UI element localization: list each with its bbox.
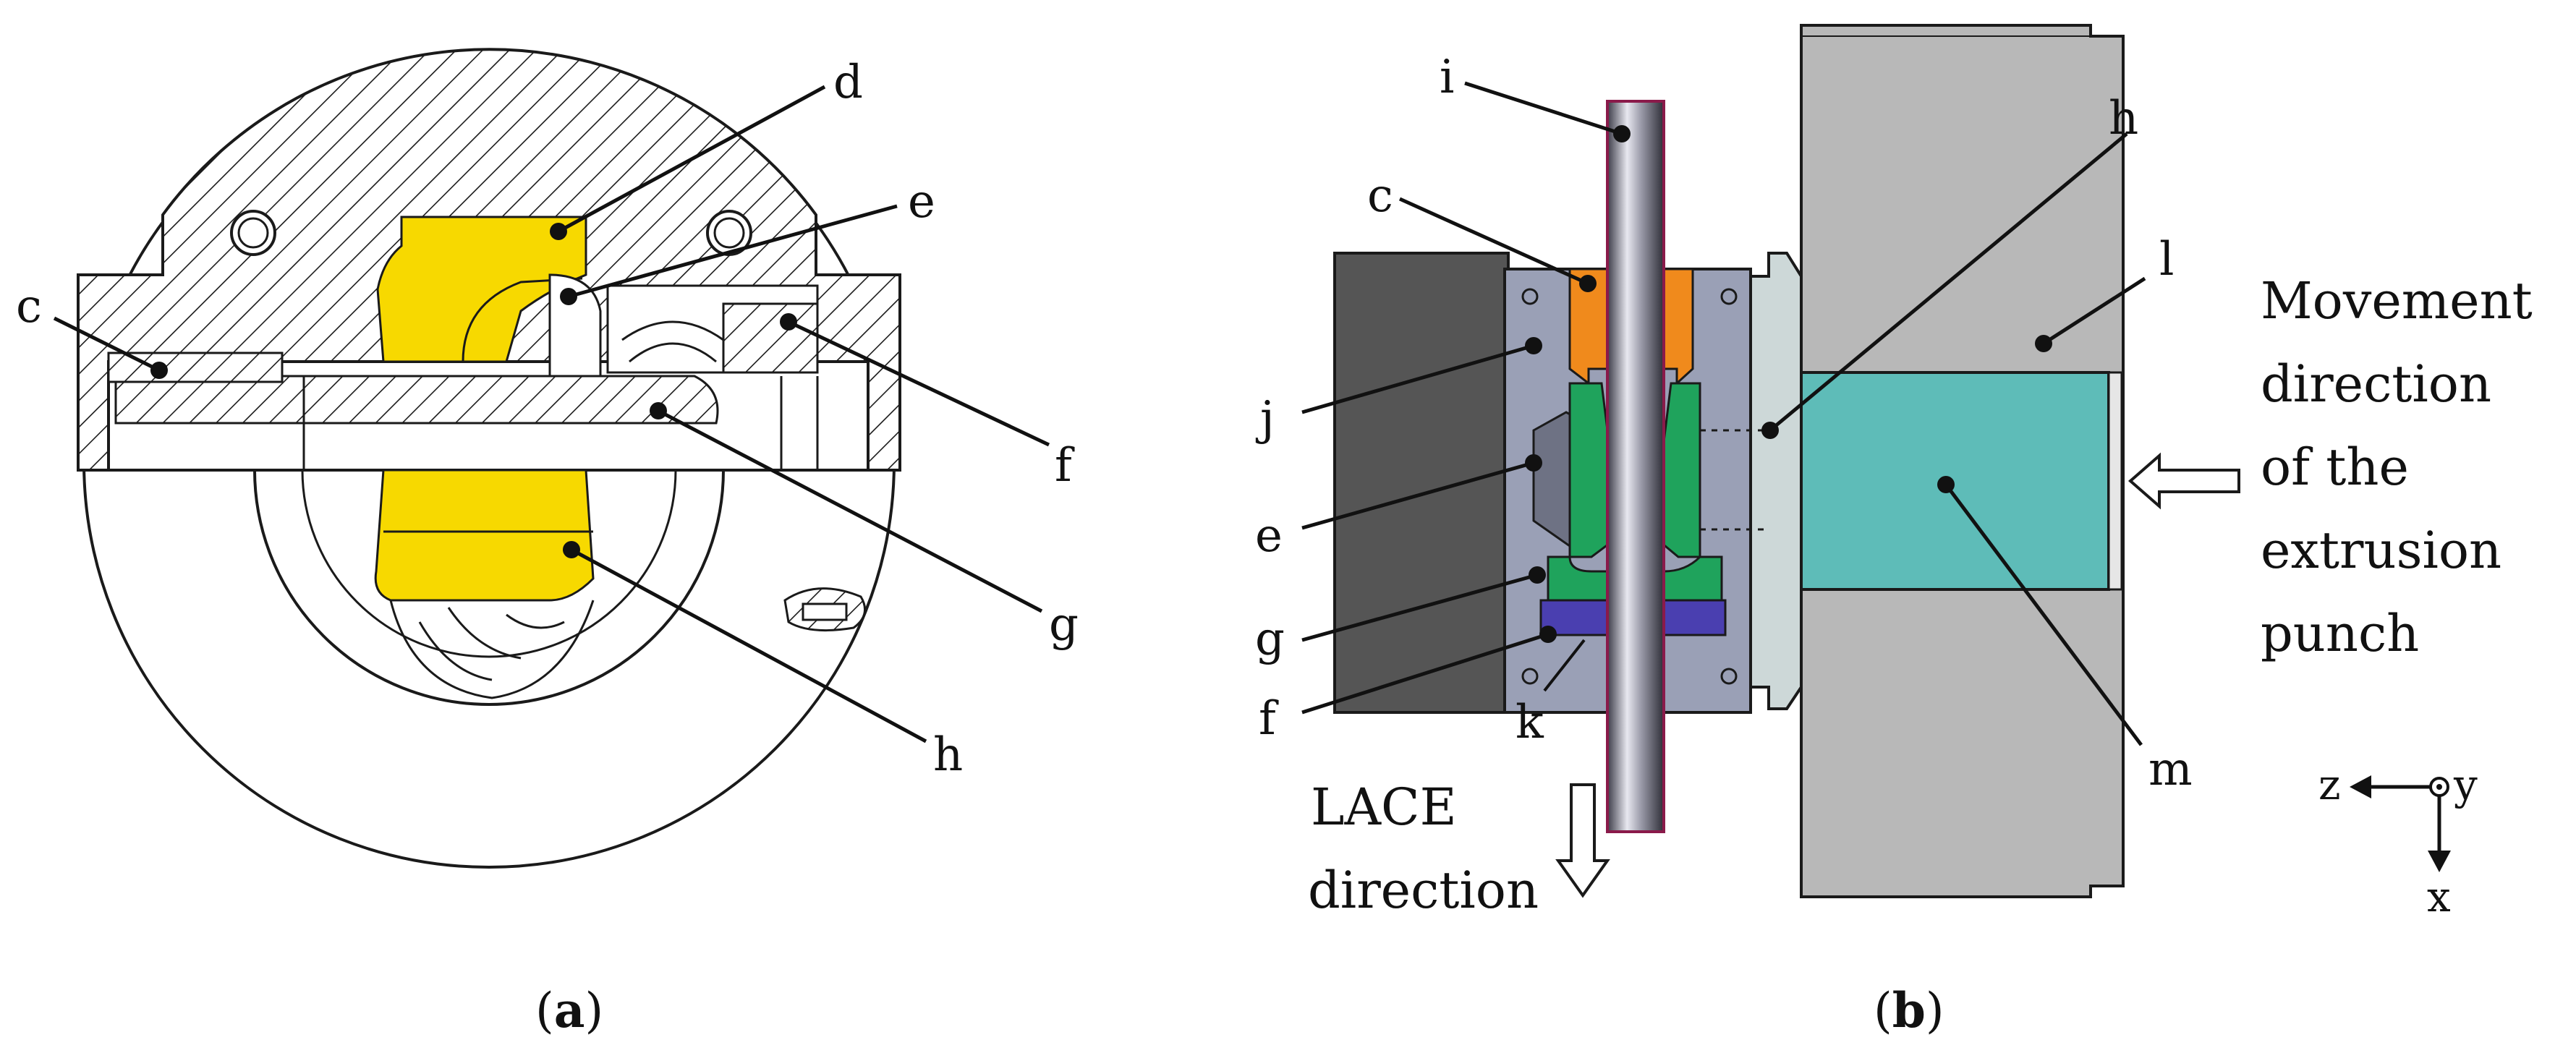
movement-note-line-1: Movement <box>2261 271 2533 331</box>
leader-b-e <box>1301 461 1534 530</box>
leader-b-m <box>1944 483 2143 746</box>
dot-b-m <box>1937 476 1955 493</box>
leader-a-c <box>53 316 161 372</box>
dark-block <box>1333 252 1510 714</box>
punch-m <box>1800 371 2110 591</box>
leader-a-f <box>787 320 1050 447</box>
movement-note-line-3: of the <box>2261 438 2409 497</box>
label-b-m: m <box>2148 743 2193 796</box>
lace-note-line-2: direction <box>1308 861 1539 920</box>
leader-b-j <box>1301 344 1534 414</box>
dot-b-f <box>1539 626 1557 643</box>
dot-b-l <box>2035 335 2052 352</box>
leader-b-l <box>2042 276 2146 346</box>
leader-b-i <box>1464 81 1623 136</box>
label-a-e: e <box>908 175 935 229</box>
leader-b-c <box>1398 197 1589 286</box>
leader-a-e <box>568 204 898 299</box>
axis-label-y: y <box>2453 760 2478 809</box>
dot-a-c <box>150 362 168 379</box>
movement-note-line-2: direction <box>2261 354 2491 414</box>
label-b-c: c <box>1367 169 1393 223</box>
leaders-b <box>1301 81 2146 746</box>
label-b-l: l <box>2159 233 2174 286</box>
leader-b-f <box>1301 632 1549 715</box>
label-b-e: e <box>1255 509 1283 563</box>
label-a-g: g <box>1049 598 1079 652</box>
axis-label-z: z <box>2318 760 2341 809</box>
leader-a-d <box>557 85 826 234</box>
leader-b-g <box>1301 573 1538 642</box>
lace-note-line-1: LACE <box>1311 777 1457 837</box>
leader-b-h <box>1769 132 2128 432</box>
leader-a-h <box>570 547 927 743</box>
dot-a-h <box>563 541 580 558</box>
panel-a: d e c f g h (a) <box>16 48 1079 1039</box>
caption-a: (a) <box>535 982 603 1039</box>
label-b-k: k <box>1516 696 1544 749</box>
label-a-f: f <box>1055 439 1075 493</box>
label-b-g: g <box>1255 613 1285 666</box>
die-cross-section-a <box>77 48 901 869</box>
dot-a-f <box>780 313 797 331</box>
dot-b-i <box>1613 125 1631 142</box>
movement-note-line-4: extrusion <box>2261 521 2501 580</box>
panel-b: i c j e g f k h l m Movement direction o… <box>1255 24 2533 1039</box>
movement-direction-note: Movement direction of the extrusion punc… <box>2261 271 2533 663</box>
caption-b: (b) <box>1874 982 1944 1039</box>
axis-label-x: x <box>2427 872 2451 921</box>
dot-a-g <box>650 402 667 419</box>
label-a-h: h <box>933 728 963 782</box>
z-arrowhead-icon <box>2350 775 2371 798</box>
dot-b-g <box>1529 566 1546 584</box>
label-b-h: h <box>2109 92 2138 145</box>
leaders-a <box>53 85 1050 743</box>
label-b-f: f <box>1259 692 1279 746</box>
dot-b-c <box>1579 275 1597 292</box>
dot-b-h <box>1761 422 1779 439</box>
dot-a-e <box>560 288 577 305</box>
rod-i <box>1606 100 1665 833</box>
dot-b-j <box>1525 337 1542 354</box>
leader-a-g <box>657 409 1043 613</box>
dot-a-d <box>550 223 567 240</box>
movement-arrow-icon <box>2127 452 2240 510</box>
coordinate-axes: z y x <box>2318 760 2478 921</box>
label-b-i: i <box>1440 51 1454 104</box>
label-b-j: j <box>1255 392 1275 446</box>
dot-b-e <box>1525 454 1542 472</box>
profile-part-lower-a <box>374 469 595 699</box>
x-arrowhead-icon <box>2428 851 2451 872</box>
label-a-c: c <box>16 280 42 333</box>
movement-note-line-5: punch <box>2261 604 2419 663</box>
plate-h <box>1749 252 1803 710</box>
leader-b-k <box>1543 639 1586 692</box>
lace-arrow-icon <box>1555 783 1610 898</box>
label-a-d: d <box>833 56 863 109</box>
